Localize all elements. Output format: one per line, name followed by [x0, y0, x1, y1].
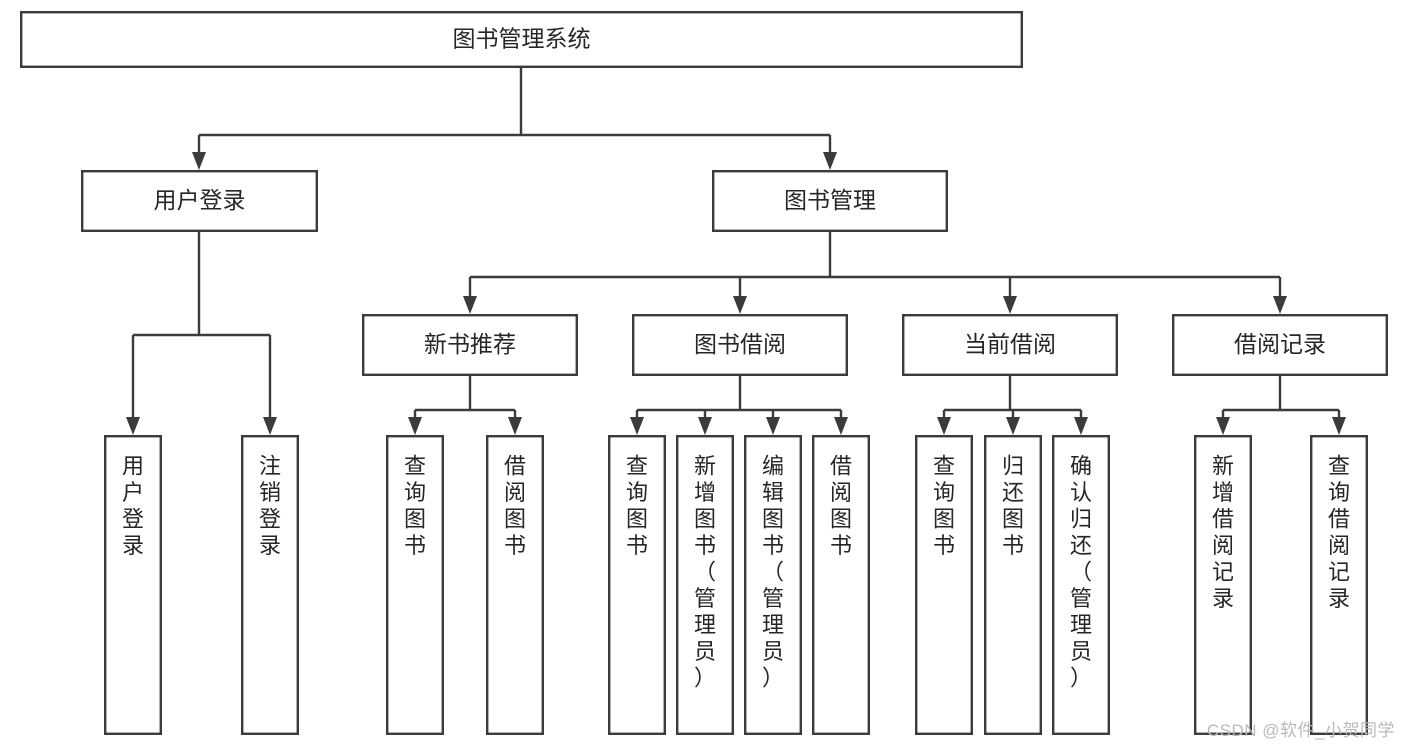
node-box[interactable] — [20, 10, 1023, 68]
node-label: 查询图书 — [933, 454, 955, 559]
node-label: 归还图书 — [1002, 454, 1024, 559]
node-leaf-2[interactable]: 查询图书 — [386, 435, 445, 736]
node-box[interactable] — [240, 435, 299, 736]
node-box[interactable] — [744, 435, 803, 736]
arrow-head-icon — [1332, 417, 1346, 435]
arrow-head-icon — [630, 417, 644, 435]
node-label: 借阅图书 — [830, 454, 852, 559]
arrow-head-icon — [1003, 296, 1017, 314]
node-box[interactable] — [1171, 314, 1388, 377]
node-label: 图书借阅 — [694, 331, 786, 357]
connector-user-login-to-leaves — [126, 232, 277, 435]
node-box[interactable] — [386, 435, 445, 736]
node-label: 借阅图书 — [504, 454, 526, 559]
node-leaf-8[interactable]: 查询图书 — [915, 435, 974, 736]
node-root[interactable]: 图书管理系统 — [20, 10, 1023, 68]
node-label: 编辑图书（管理员） — [762, 454, 784, 691]
arrow-head-icon — [834, 417, 848, 435]
arrow-head-icon — [1273, 296, 1287, 314]
node-label: 当前借阅 — [964, 331, 1056, 357]
arrow-head-icon — [508, 417, 522, 435]
node-label: 查询图书 — [626, 454, 648, 559]
node-level1-0[interactable]: 用户登录 — [80, 169, 319, 232]
node-label: 注销登录 — [259, 454, 281, 559]
node-level2-3[interactable]: 借阅记录 — [1171, 314, 1388, 377]
node-box[interactable] — [362, 314, 579, 377]
arrow-head-icon — [698, 417, 712, 435]
connector-book-borrow-to-leaves — [630, 376, 848, 435]
node-box[interactable] — [902, 314, 1119, 377]
arrow-head-icon — [766, 417, 780, 435]
node-box[interactable] — [984, 435, 1043, 736]
arrow-head-icon — [1074, 417, 1088, 435]
node-leaf-1[interactable]: 注销登录 — [240, 435, 299, 736]
node-box[interactable] — [608, 435, 667, 736]
node-label: 确认归还（管理员） — [1070, 454, 1092, 691]
nodes-layer: 图书管理系统用户登录图书管理新书推荐图书借阅当前借阅借阅记录用户登录注销登录查询… — [20, 10, 1388, 736]
node-leaf-0[interactable]: 用户登录 — [103, 435, 162, 736]
node-box[interactable] — [676, 435, 735, 736]
node-box[interactable] — [80, 169, 319, 232]
node-leaf-7[interactable]: 借阅图书 — [812, 435, 871, 736]
node-label: 查询借阅记录 — [1328, 454, 1350, 612]
connector-new-book-to-leaves — [408, 376, 522, 435]
connector-book-manage-to-level2 — [463, 232, 1287, 314]
connector-borrow-record-to-leaves — [1216, 376, 1346, 435]
node-label: 查询图书 — [404, 454, 426, 559]
arrow-head-icon — [937, 417, 951, 435]
node-box[interactable] — [812, 435, 871, 736]
arrow-head-icon — [463, 296, 477, 314]
node-label: 新增图书（管理员） — [694, 454, 716, 691]
arrow-head-icon — [263, 417, 277, 435]
node-label: 图书管理系统 — [453, 26, 591, 52]
connector-current-borrow-to-leaves — [937, 376, 1088, 435]
connectors-layer — [126, 68, 1346, 435]
node-level1-1[interactable]: 图书管理 — [712, 169, 949, 232]
node-label: 新增借阅记录 — [1212, 454, 1234, 612]
node-box[interactable] — [486, 435, 545, 736]
node-box[interactable] — [712, 169, 949, 232]
node-level2-0[interactable]: 新书推荐 — [362, 314, 579, 377]
arrow-head-icon — [733, 296, 747, 314]
connector-root-to-level1 — [192, 68, 837, 170]
node-box[interactable] — [1309, 435, 1368, 736]
node-label: 用户登录 — [154, 187, 246, 213]
node-leaf-11[interactable]: 新增借阅记录 — [1193, 435, 1252, 736]
node-box[interactable] — [632, 314, 849, 377]
node-leaf-6[interactable]: 编辑图书（管理员） — [744, 435, 803, 736]
node-label: 新书推荐 — [424, 331, 516, 357]
node-leaf-12[interactable]: 查询借阅记录 — [1309, 435, 1368, 736]
node-label: 借阅记录 — [1234, 331, 1326, 357]
arrow-head-icon — [408, 417, 422, 435]
node-leaf-9[interactable]: 归还图书 — [984, 435, 1043, 736]
node-box[interactable] — [915, 435, 974, 736]
node-leaf-3[interactable]: 借阅图书 — [486, 435, 545, 736]
arrow-head-icon — [1006, 417, 1020, 435]
arrow-head-icon — [126, 417, 140, 435]
arrow-head-icon — [1216, 417, 1230, 435]
node-box[interactable] — [1051, 435, 1110, 736]
node-label: 用户登录 — [122, 454, 144, 559]
node-box[interactable] — [1193, 435, 1252, 736]
arrow-head-icon — [192, 152, 206, 170]
node-leaf-4[interactable]: 查询图书 — [608, 435, 667, 736]
node-label: 图书管理 — [784, 187, 876, 213]
node-leaf-10[interactable]: 确认归还（管理员） — [1051, 435, 1110, 736]
arrow-head-icon — [823, 152, 837, 170]
node-level2-1[interactable]: 图书借阅 — [632, 314, 849, 377]
node-box[interactable] — [103, 435, 162, 736]
node-leaf-5[interactable]: 新增图书（管理员） — [676, 435, 735, 736]
node-level2-2[interactable]: 当前借阅 — [902, 314, 1119, 377]
